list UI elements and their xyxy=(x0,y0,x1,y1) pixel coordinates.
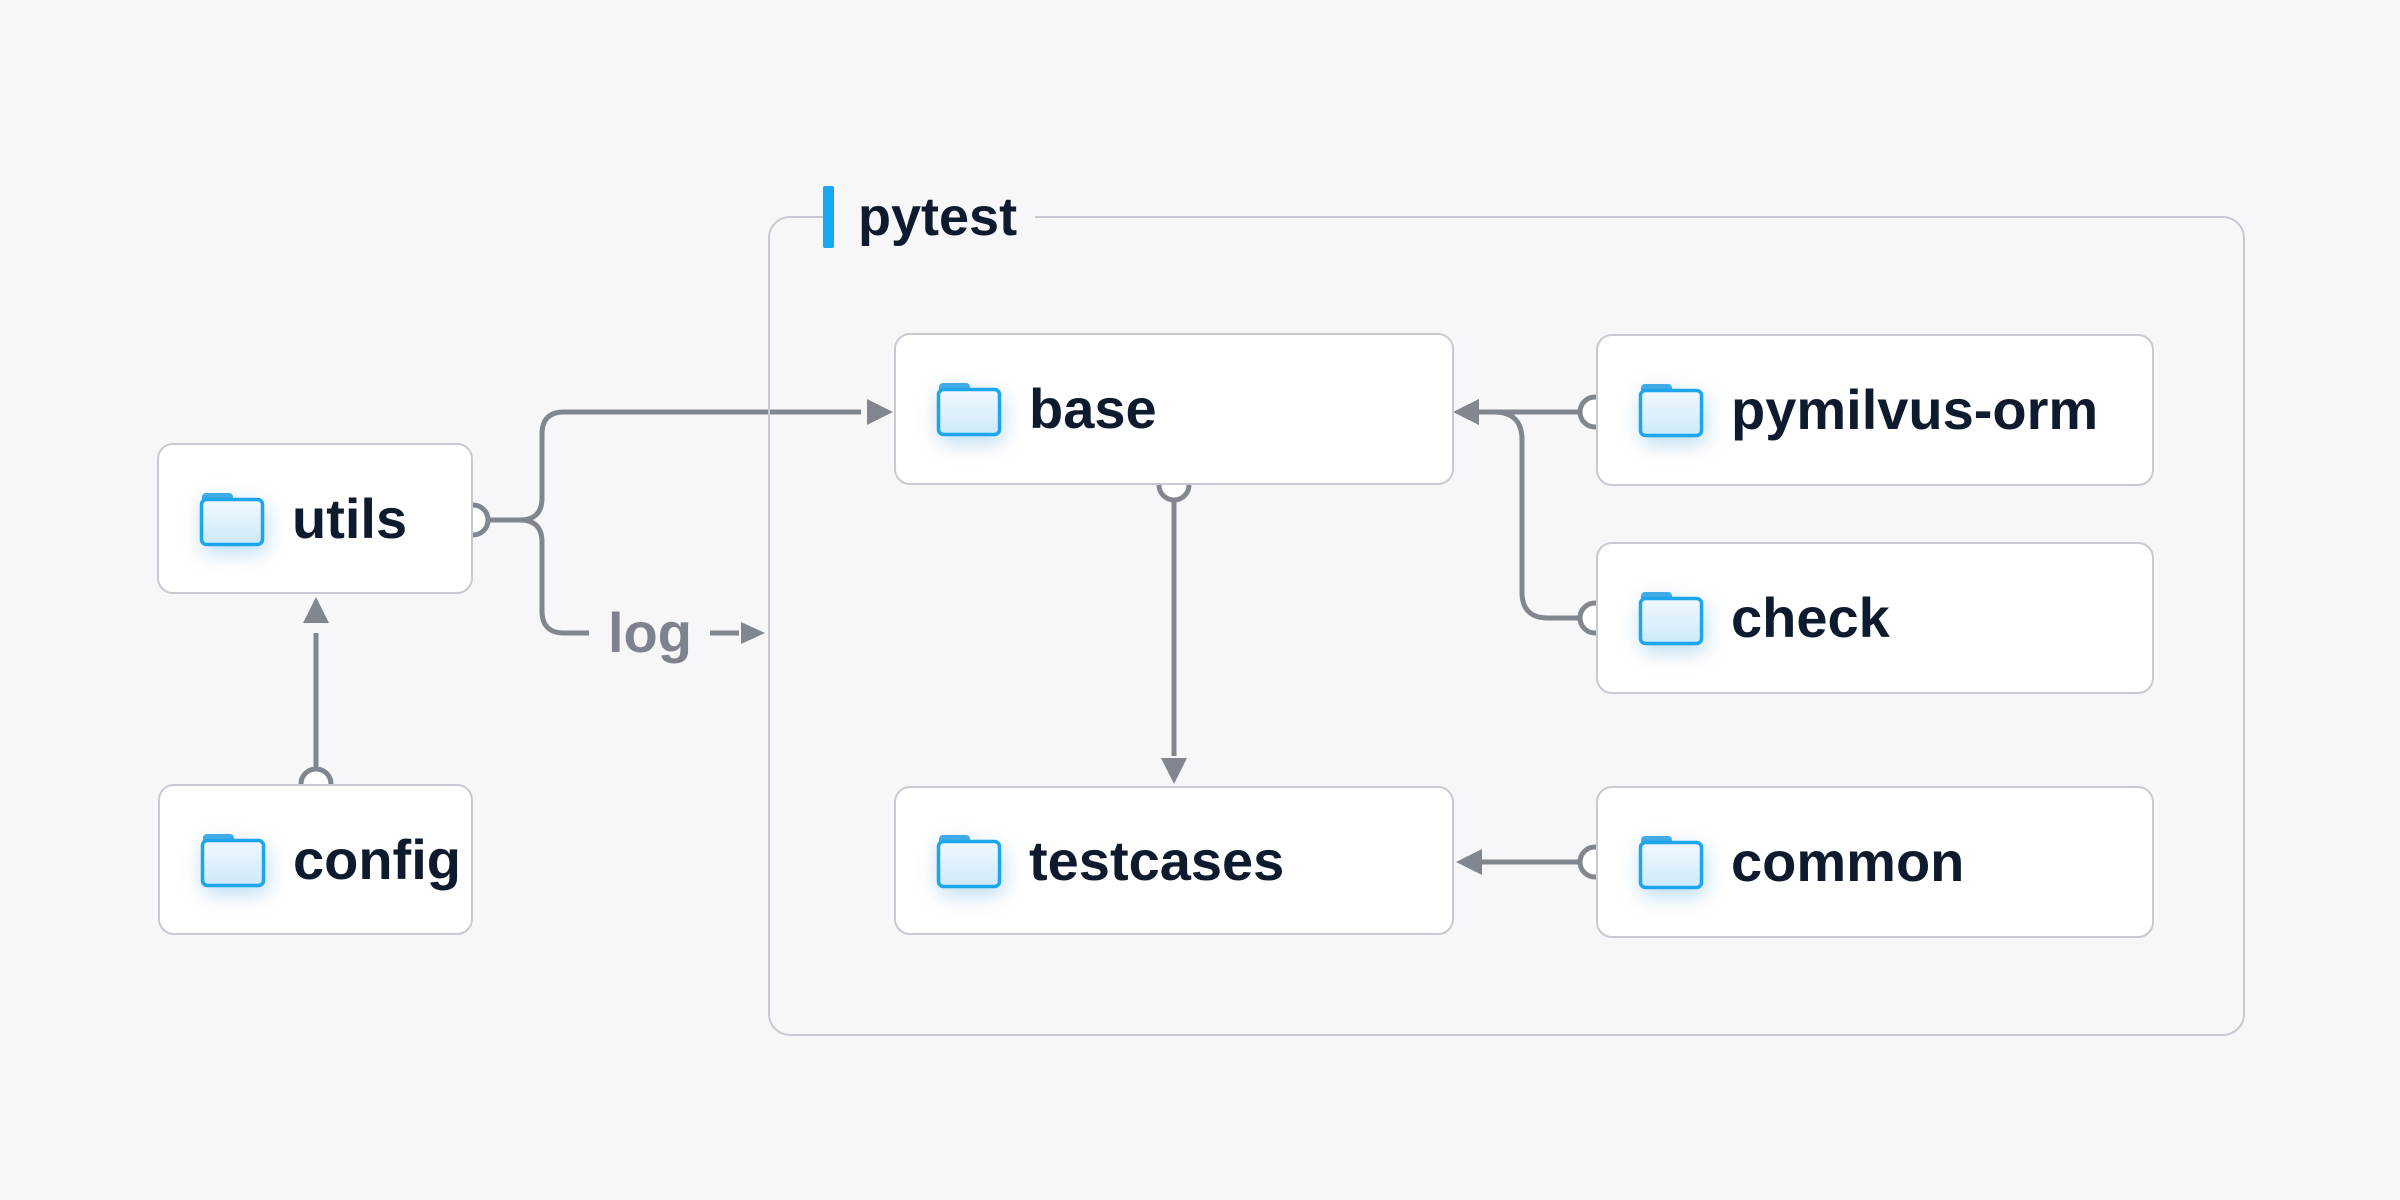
folder-icon xyxy=(936,834,1002,888)
node-label: base xyxy=(1029,377,1157,440)
folder-icon xyxy=(1638,592,1704,646)
node-testcases: testcases xyxy=(894,786,1454,935)
pytest-group-title: pytest xyxy=(858,187,1018,247)
node-config: config xyxy=(158,784,473,935)
node-base: base xyxy=(894,333,1454,485)
node-label: check xyxy=(1731,586,1890,649)
pytest-group: pytest xyxy=(768,185,2245,1036)
edge-utils-to-log: log xyxy=(487,517,765,664)
edge-label-log: log xyxy=(608,601,692,664)
folder-icon xyxy=(200,833,266,887)
edge-config-to-utils xyxy=(303,597,329,769)
node-label: config xyxy=(293,827,461,891)
folder-icon xyxy=(1638,836,1704,890)
node-label: utils xyxy=(292,486,408,550)
node-pymilvus-orm: pymilvus-orm xyxy=(1596,334,2154,486)
node-label: testcases xyxy=(1029,828,1285,892)
node-label: pymilvus-orm xyxy=(1731,378,2099,441)
folder-icon xyxy=(1638,384,1704,438)
node-check: check xyxy=(1596,542,2154,694)
node-common: common xyxy=(1596,786,2154,938)
accent-bar xyxy=(823,186,834,248)
node-label: common xyxy=(1731,830,1965,893)
pytest-group-label: pytest xyxy=(823,185,1036,249)
node-utils: utils xyxy=(157,443,473,594)
folder-icon xyxy=(936,383,1002,437)
folder-icon xyxy=(199,492,265,546)
